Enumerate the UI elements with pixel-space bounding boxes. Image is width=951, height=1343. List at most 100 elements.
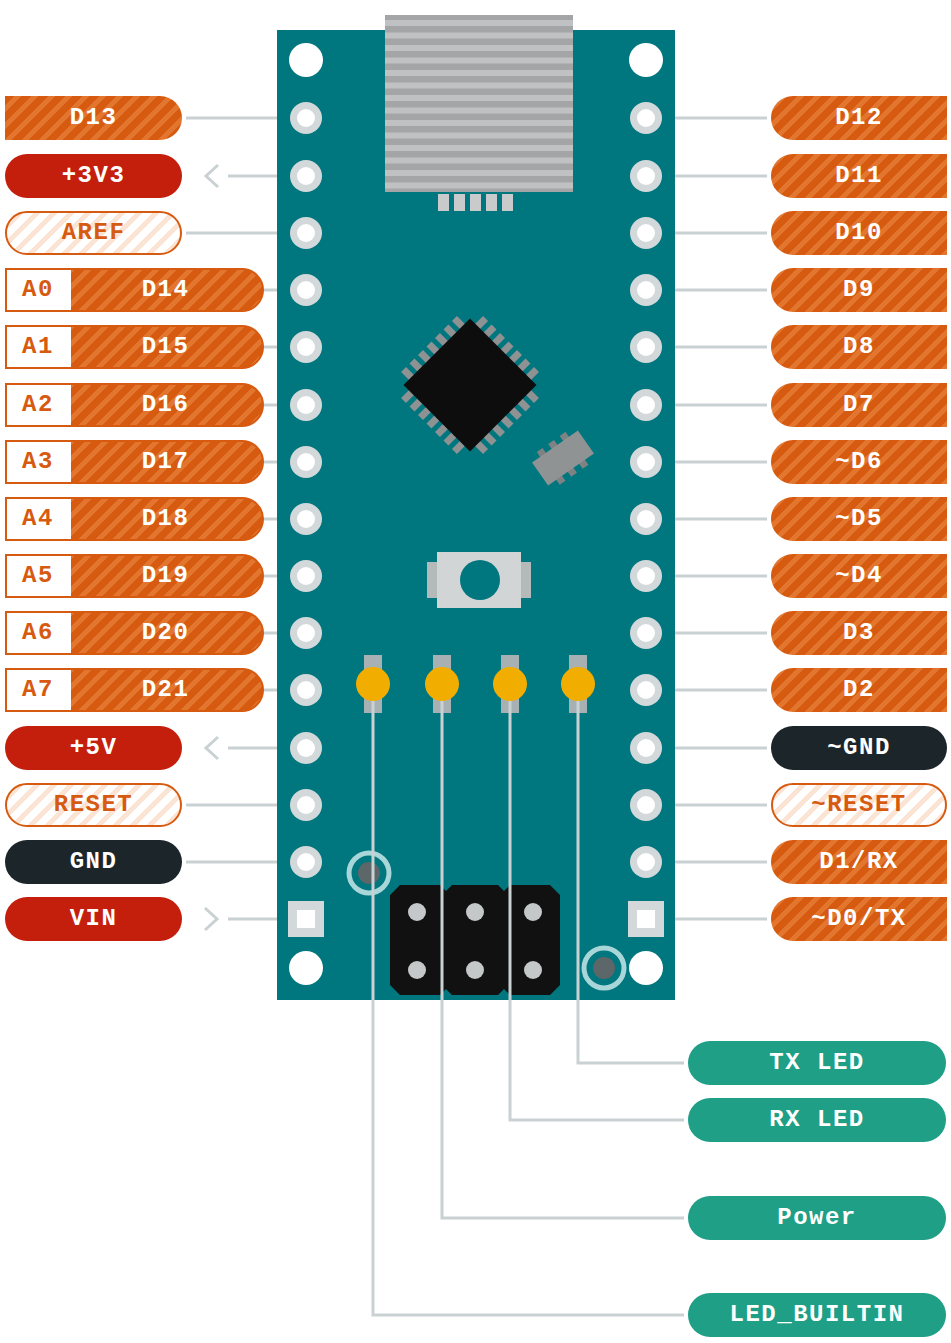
pin-hole bbox=[637, 910, 655, 928]
pin-pad bbox=[290, 846, 322, 878]
usb-connector bbox=[385, 15, 573, 211]
pin-leader-line bbox=[660, 461, 767, 464]
analog-pin-name: A7 bbox=[7, 678, 69, 702]
pin-name: D15 bbox=[69, 335, 262, 359]
mounting-ring bbox=[584, 948, 624, 988]
pin-hole bbox=[297, 739, 315, 757]
pin-leader-line bbox=[660, 232, 767, 235]
digital-pin-label: D9 bbox=[771, 268, 947, 312]
connector-ridge bbox=[385, 108, 573, 114]
pin-hole bbox=[297, 853, 315, 871]
header-pin bbox=[466, 903, 484, 921]
pin-name: ~GND bbox=[827, 736, 891, 760]
button-cap bbox=[460, 560, 500, 600]
pin-name: GND bbox=[70, 850, 118, 874]
pin-leader-line bbox=[660, 861, 767, 864]
header-pin bbox=[408, 903, 426, 921]
mounting-hole bbox=[289, 951, 323, 985]
pin-name: D20 bbox=[69, 621, 262, 645]
pin-name: D17 bbox=[69, 450, 262, 474]
pin-name: D14 bbox=[69, 278, 262, 302]
pin-pad bbox=[290, 274, 322, 306]
pin-hole bbox=[297, 796, 315, 814]
pin-hole bbox=[637, 510, 655, 528]
component-body bbox=[532, 430, 594, 485]
pin-pad bbox=[630, 789, 662, 821]
pin-name: Power bbox=[777, 1206, 857, 1230]
pin-pad bbox=[290, 446, 322, 478]
output-chevron bbox=[206, 737, 218, 759]
icsp-header bbox=[390, 885, 560, 995]
header-pin bbox=[408, 961, 426, 979]
pin-hole bbox=[637, 109, 655, 127]
pin-name: D10 bbox=[835, 221, 883, 245]
pin-name: D12 bbox=[835, 106, 883, 130]
led bbox=[425, 667, 459, 701]
pin-name: ~D6 bbox=[835, 450, 883, 474]
pin-hole bbox=[637, 396, 655, 414]
analog-pin-label: A1D15 bbox=[5, 325, 264, 369]
digital-pin-label: ~D0/TX bbox=[771, 897, 947, 941]
pin-hole bbox=[297, 453, 315, 471]
digital-pin-label: ~D6 bbox=[771, 440, 947, 484]
pin-pad bbox=[290, 102, 322, 134]
header-pin bbox=[466, 961, 484, 979]
pin-hole bbox=[637, 567, 655, 585]
pin-pad bbox=[290, 331, 322, 363]
pin-name: D16 bbox=[69, 393, 262, 417]
pin-name: +5V bbox=[70, 736, 118, 760]
pin-leader-line bbox=[660, 632, 767, 635]
pin-name: TX LED bbox=[769, 1051, 864, 1075]
board-body bbox=[277, 30, 675, 1000]
digital-pin-label: D10 bbox=[771, 211, 947, 255]
connector-ridge bbox=[385, 83, 573, 89]
pin-name: AREF bbox=[62, 221, 126, 245]
pin-name: VIN bbox=[70, 907, 118, 931]
power-pin-label: VIN bbox=[5, 897, 182, 941]
chip-rotated bbox=[388, 303, 552, 467]
mounting-hole bbox=[629, 43, 663, 77]
pin-leader-line bbox=[660, 747, 767, 750]
pin-pad bbox=[290, 389, 322, 421]
power-pin-label: +5V bbox=[5, 726, 182, 770]
ground-pin-label: GND bbox=[5, 840, 182, 884]
pin-pad bbox=[630, 503, 662, 535]
pin-leader-line bbox=[660, 117, 767, 120]
connector-ridge bbox=[385, 158, 573, 164]
control-pin-label: ~RESET bbox=[771, 783, 947, 827]
pin-hole bbox=[297, 910, 315, 928]
digital-pin-label: ~D4 bbox=[771, 554, 947, 598]
mounting-via bbox=[358, 862, 380, 884]
connector-pad bbox=[454, 194, 465, 211]
pin-hole bbox=[297, 510, 315, 528]
digital-pin-label: D13 bbox=[5, 96, 182, 140]
pin-pad bbox=[290, 674, 322, 706]
pin-hole bbox=[637, 739, 655, 757]
pin-hole bbox=[637, 853, 655, 871]
connector-ridge bbox=[385, 45, 573, 51]
pin-name: D2 bbox=[843, 678, 875, 702]
connector-ridge bbox=[385, 145, 573, 151]
pin-hole bbox=[297, 224, 315, 242]
pin-leader-line bbox=[186, 117, 292, 120]
connector-ridge bbox=[385, 20, 573, 26]
led-label: RX LED bbox=[688, 1098, 946, 1142]
led-label: TX LED bbox=[688, 1041, 946, 1085]
mounting-hole bbox=[629, 951, 663, 985]
pin-name: D11 bbox=[835, 164, 883, 188]
pin-name: D21 bbox=[69, 678, 262, 702]
pin-pad bbox=[630, 846, 662, 878]
pin-leader-line bbox=[660, 346, 767, 349]
led-leader-line bbox=[442, 684, 684, 1218]
pin-pad bbox=[630, 674, 662, 706]
reset-button bbox=[427, 552, 531, 608]
pin-pad bbox=[290, 217, 322, 249]
pin-pad bbox=[290, 160, 322, 192]
led-label: Power bbox=[688, 1196, 946, 1240]
pin-name: ~RESET bbox=[811, 793, 906, 817]
connector-ridge bbox=[385, 120, 573, 126]
ground-pin-label: ~GND bbox=[771, 726, 947, 770]
pin-leader-line bbox=[660, 689, 767, 692]
